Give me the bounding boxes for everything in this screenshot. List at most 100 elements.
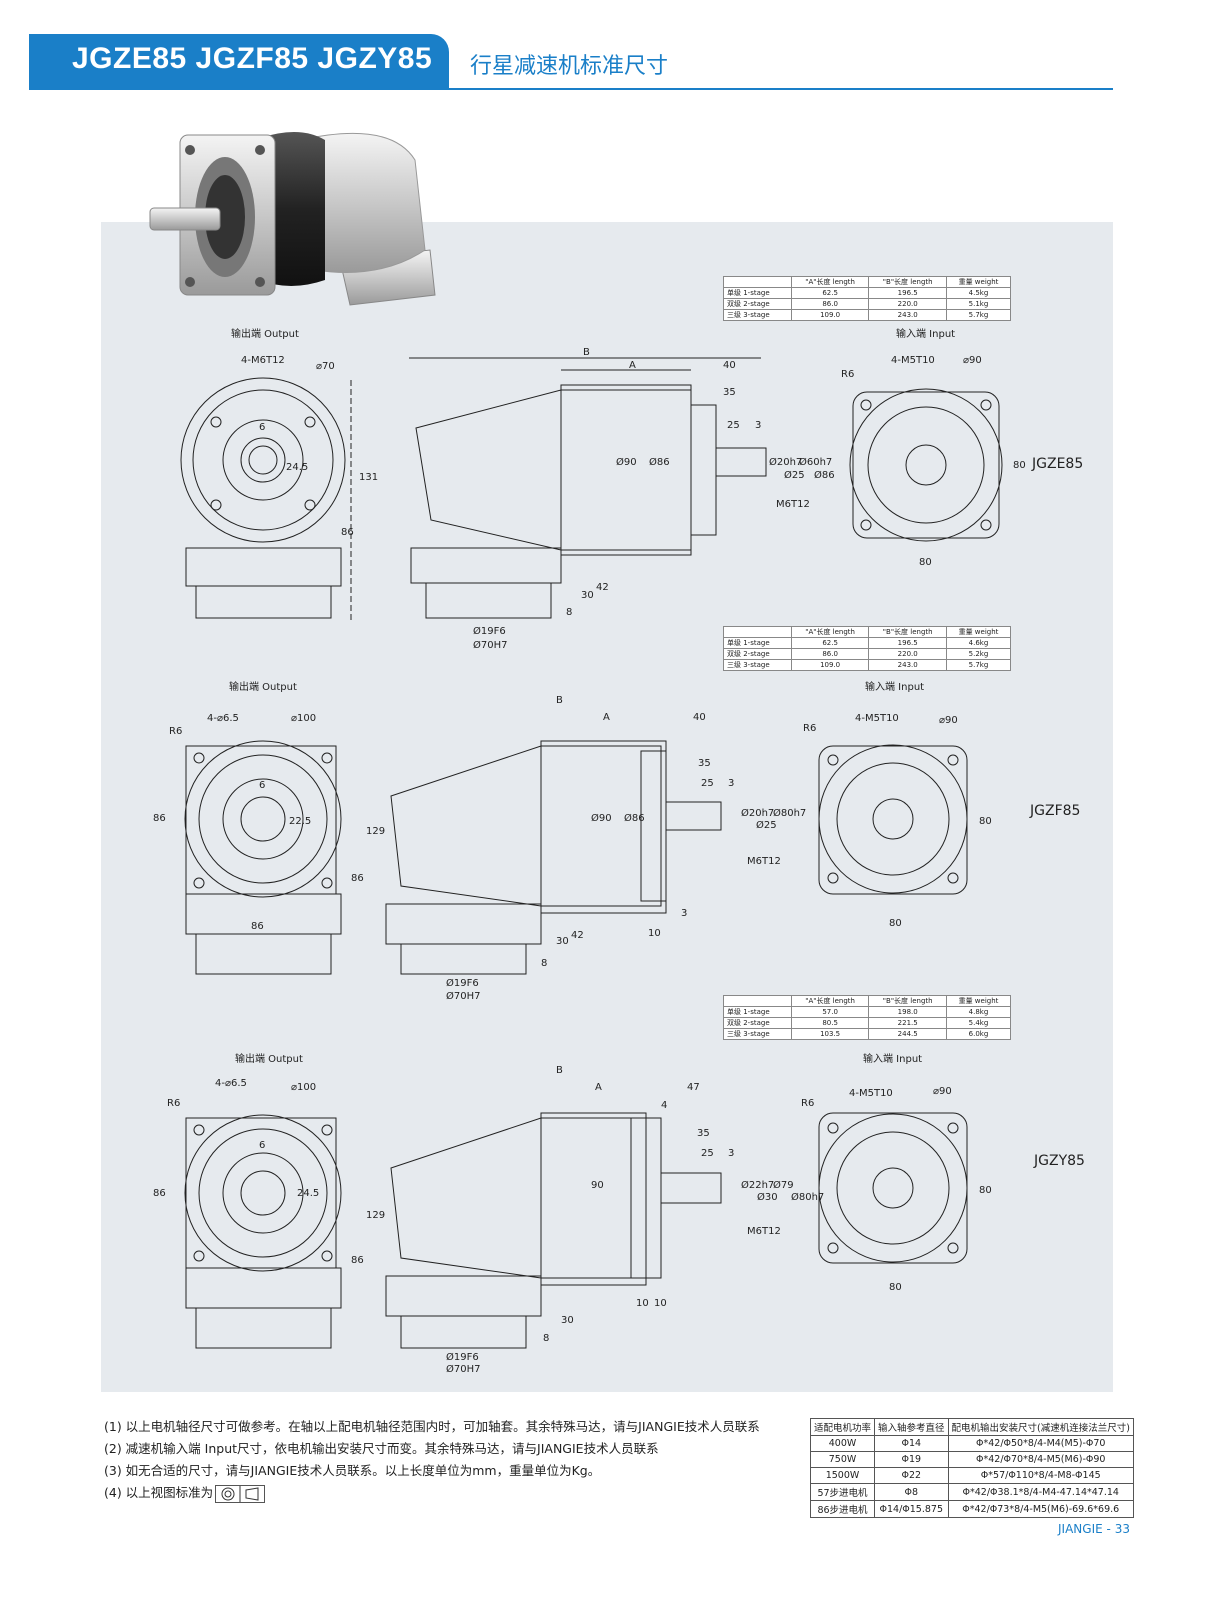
footer-separator: - [1106, 1522, 1111, 1536]
dim-pilot: Ø79 [773, 1179, 794, 1191]
dim-height-low: 86 [351, 1255, 364, 1266]
page-footer: JIANGIE - 33 [1058, 1522, 1130, 1536]
dim-35: 35 [723, 387, 736, 398]
dim-out-holes: 4-⌀6.5 [215, 1078, 247, 1089]
dim-8: 8 [543, 1333, 549, 1344]
model-code-jgzf85: JGZF85 [1030, 803, 1081, 819]
footer-brand: JIANGIE [1058, 1522, 1103, 1536]
dim-in-dia: ⌀90 [963, 355, 982, 366]
drawing-panel [101, 222, 1113, 1392]
header-bar [29, 34, 449, 90]
output-label: 输出端 Output [231, 327, 299, 340]
dim-flange: 86 [153, 1188, 166, 1199]
dim-shaft: Ø20h7 [769, 456, 802, 468]
spec-cell: 5.7kg [945, 659, 1012, 671]
motor-cell: 1500W [809, 1467, 876, 1484]
spec-cell: 5.7kg [945, 309, 1012, 321]
dim-bore: Ø19F6 [446, 1351, 479, 1363]
dim-tap: M6T12 [776, 499, 810, 510]
dim-25: 25 [701, 1148, 714, 1159]
dim-height-total: 129 [366, 1210, 385, 1221]
dim-8: 8 [566, 607, 572, 618]
motor-cell: Φ*42/Φ70*8/4-M5(M6)-Φ90 [947, 1451, 1134, 1468]
motor-header: 输入轴参考直径 [874, 1418, 949, 1436]
dim-flange: 86 [153, 813, 166, 824]
dim-b: B [556, 1065, 563, 1076]
motor-cell: Φ14/Φ15.875 [874, 1500, 949, 1518]
dim-out-dia: ⌀70 [316, 361, 335, 372]
motor-cell: Φ*57/Φ110*8/4-M8-Φ145 [947, 1467, 1134, 1484]
header-rule [449, 88, 1113, 90]
spec-cell: 109.0 [790, 659, 870, 671]
motor-cell: 400W [809, 1435, 876, 1452]
dim-radius-in: R6 [803, 723, 816, 734]
spec-cell: 80.5 [790, 1017, 870, 1029]
dim-40: 40 [723, 360, 736, 371]
drawing-jgzf85: 输出端 Output 输入端 Input 4-⌀6.5 ⌀100 R6 6 22… [153, 680, 992, 1002]
dim-90: 90 [591, 1180, 604, 1191]
spec-cell: 4.5kg [945, 287, 1012, 299]
input-label: 输入端 Input [896, 327, 955, 340]
dim-bore2: Ø70H7 [473, 639, 507, 651]
spec-cell: 单级 1-stage [723, 1006, 792, 1018]
dim-25: 25 [701, 778, 714, 789]
spec-cell: 198.0 [868, 1006, 947, 1018]
dim-key-height: 22.5 [289, 816, 311, 827]
projection-symbol-icon [215, 1484, 266, 1503]
dim-4: 4 [661, 1100, 667, 1111]
note-4: (4) 以上视图标准为 [104, 1485, 214, 1500]
motor-header: 配电机输出安装尺寸(减速机连接法兰尺寸) [947, 1418, 1134, 1436]
motor-cell: Φ14 [874, 1435, 949, 1452]
dim-in-holes: 4-M5T10 [849, 1088, 893, 1099]
dim-pilot: Ø60h7 [799, 456, 832, 468]
motor-cell: 750W [809, 1451, 876, 1468]
dim-42: 42 [596, 582, 609, 593]
dim-radius-in: R6 [801, 1098, 814, 1109]
dim-86: Ø86 [624, 812, 645, 824]
motor-cell: 57步进电机 [809, 1483, 876, 1501]
note-3: (3) 如无合适的尺寸，请与JIANGIE技术人员联系。以上长度单位为mm，重量… [104, 1463, 601, 1478]
spec-cell: 单级 1-stage [723, 287, 792, 299]
motor-cell: Φ*42/Φ73*8/4-M5(M6)-69.6*69.6 [947, 1500, 1134, 1518]
spec-cell: 103.5 [790, 1028, 870, 1040]
model-code-jgzy85: JGZY85 [1034, 1153, 1085, 1169]
dim-bore: Ø19F6 [473, 625, 506, 637]
dim-8: 8 [541, 958, 547, 969]
dim-40: 40 [693, 712, 706, 723]
spec-cell: 双级 2-stage [723, 1017, 792, 1029]
input-label: 输入端 Input [863, 1052, 922, 1065]
spec-cell: 109.0 [790, 309, 870, 321]
motor-cell: Φ19 [874, 1451, 949, 1468]
output-label: 输出端 Output [229, 680, 297, 693]
spec-cell: 5.1kg [945, 298, 1012, 310]
spec-cell: 6.0kg [945, 1028, 1012, 1040]
dim-out-holes: 4-⌀6.5 [207, 713, 239, 724]
dim-s25: Ø25 [784, 469, 805, 481]
dim-a: A [603, 712, 610, 723]
dim-key: 6 [259, 1140, 265, 1151]
drawing-jgze85: 输出端 Output 输入端 Input 4-M6T12 ⌀70 6 24.5 … [180, 327, 1026, 651]
dim-out-holes: 4-M6T12 [241, 355, 285, 366]
dim-square-h: 80 [979, 1185, 992, 1196]
dim-30: 30 [561, 1315, 574, 1326]
spec-header [723, 276, 792, 288]
dim-3b: 3 [681, 908, 687, 919]
notes-section: (1) 以上电机轴径尺寸可做参考。在轴以上配电机轴径范围内时，可加轴套。其余特殊… [104, 1416, 760, 1504]
dim-bore2: Ø70H7 [446, 990, 480, 1002]
dim-height-low: 86 [351, 873, 364, 884]
model-code-jgze85: JGZE85 [1032, 456, 1084, 472]
dim-square-h: 80 [979, 816, 992, 827]
dim-radius: R6 [841, 369, 854, 380]
spec-cell: 244.5 [868, 1028, 947, 1040]
spec-header: "A"长度 length [790, 276, 870, 288]
dim-radius: R6 [169, 726, 182, 737]
spec-cell: 双级 2-stage [723, 298, 792, 310]
dim-30: 30 [556, 936, 569, 947]
page-title: JGZE85 JGZF85 JGZY85 [72, 42, 433, 75]
page-subtitle: 行星减速机标准尺寸 [470, 54, 669, 79]
dim-flange-bottom: 86 [251, 921, 264, 932]
dim-square-h: 80 [1013, 460, 1026, 471]
motor-cell: 86步进电机 [809, 1500, 876, 1518]
dim-30: 30 [581, 590, 594, 601]
input-label: 输入端 Input [865, 680, 924, 693]
